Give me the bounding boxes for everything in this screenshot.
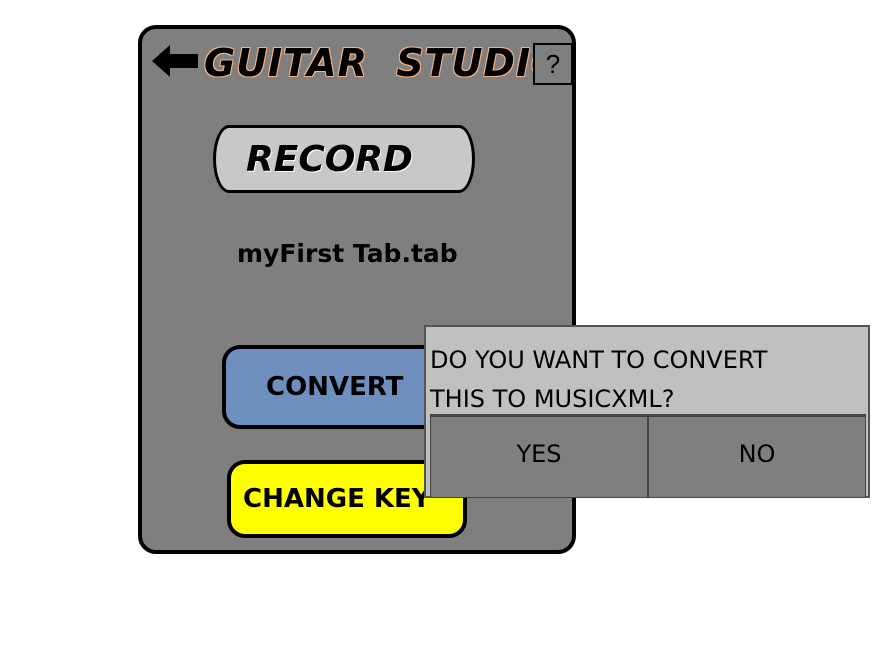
yes-button[interactable]: YES: [430, 416, 648, 498]
no-button[interactable]: NO: [648, 416, 866, 498]
app-window: GUITAR STUDIO ? RECORD myFirst Tab.tab C…: [138, 25, 576, 554]
record-button[interactable]: RECORD: [213, 125, 475, 193]
dialog-message: DO YOU WANT TO CONVERT THIS TO MUSICXML?: [430, 341, 767, 419]
filename-label: myFirst Tab.tab: [237, 239, 458, 268]
dialog-message-line2: THIS TO MUSICXML?: [430, 385, 675, 413]
app-title: GUITAR STUDIO: [204, 41, 565, 85]
dialog-button-row: YES NO: [430, 414, 866, 498]
help-button[interactable]: ?: [533, 43, 573, 85]
back-arrow-icon[interactable]: [150, 43, 200, 79]
convert-confirm-dialog: DO YOU WANT TO CONVERT THIS TO MUSICXML?…: [424, 325, 870, 498]
dialog-message-line1: DO YOU WANT TO CONVERT: [430, 346, 768, 374]
